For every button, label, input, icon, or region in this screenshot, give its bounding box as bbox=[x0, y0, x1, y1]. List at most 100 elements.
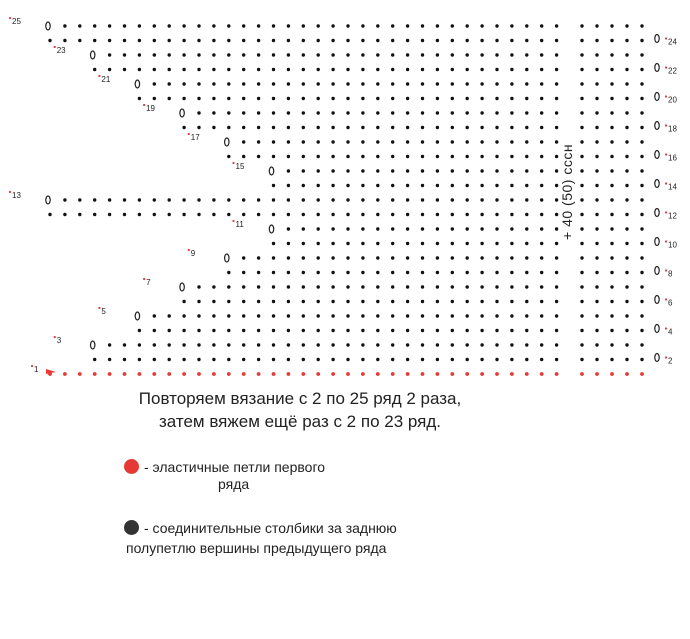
chain-stitch-mark bbox=[45, 195, 51, 205]
row-marker-dot bbox=[664, 37, 668, 40]
slip-stitch-dot bbox=[182, 24, 186, 28]
slip-stitch-dot bbox=[376, 198, 380, 202]
slip-stitch-dot bbox=[540, 24, 544, 28]
row-number-right: 10 bbox=[668, 241, 677, 250]
slip-stitch-dot bbox=[435, 328, 440, 333]
slip-stitch-dot bbox=[361, 212, 365, 217]
slip-stitch-dot bbox=[405, 140, 410, 144]
slip-stitch-dot bbox=[256, 67, 261, 72]
slip-stitch-dot bbox=[450, 270, 454, 275]
slip-stitch-dot bbox=[480, 53, 484, 57]
slip-stitch-dot bbox=[405, 285, 410, 289]
slip-stitch-dot bbox=[227, 111, 231, 115]
slip-stitch-dot bbox=[197, 53, 201, 57]
chain-stitch-mark bbox=[134, 311, 141, 321]
row-marker-dot bbox=[98, 74, 101, 78]
slip-stitch-dot bbox=[256, 125, 261, 130]
slip-stitch-dot bbox=[212, 212, 216, 217]
slip-stitch-dot bbox=[346, 212, 350, 217]
slip-stitch-dot bbox=[420, 53, 425, 57]
slip-stitch-dot bbox=[391, 212, 395, 217]
slip-stitch-dot bbox=[580, 24, 584, 28]
slip-stitch-dot bbox=[625, 67, 629, 72]
slip-stitch-dot bbox=[316, 285, 320, 289]
slip-stitch-dot bbox=[580, 111, 584, 115]
slip-stitch-dot bbox=[391, 299, 395, 304]
slip-stitch-dot bbox=[420, 24, 425, 28]
slip-stitch-dot bbox=[376, 299, 380, 304]
slip-stitch-dot bbox=[271, 24, 276, 28]
row-number-left: 9 bbox=[191, 249, 196, 258]
slip-stitch-dot bbox=[595, 256, 599, 260]
slip-stitch-dot bbox=[495, 169, 499, 173]
slip-stitch-dot bbox=[640, 183, 644, 188]
slip-stitch-dot bbox=[640, 125, 644, 130]
slip-stitch-dot bbox=[182, 299, 186, 304]
slip-stitch-dot bbox=[256, 256, 261, 260]
slip-stitch-dot bbox=[212, 198, 216, 202]
slip-stitch-dot bbox=[420, 285, 425, 289]
row-marker-dot bbox=[664, 269, 668, 272]
slip-stitch-dot bbox=[361, 82, 365, 86]
slip-stitch-dot bbox=[495, 140, 499, 144]
slip-stitch-dot bbox=[316, 140, 320, 144]
slip-stitch-dot bbox=[256, 328, 261, 333]
slip-stitch-dot bbox=[316, 314, 320, 318]
slip-stitch-dot bbox=[405, 227, 410, 231]
slip-stitch-dot bbox=[420, 169, 425, 173]
slip-stitch-dot bbox=[256, 24, 261, 28]
slip-stitch-dot bbox=[554, 125, 559, 130]
slip-stitch-dot bbox=[495, 111, 499, 115]
slip-stitch-dot bbox=[435, 285, 440, 289]
slip-stitch-dot bbox=[610, 140, 614, 144]
slip-stitch-dot bbox=[525, 241, 529, 246]
slip-stitch-dot bbox=[465, 125, 469, 130]
slip-stitch-dot bbox=[346, 183, 350, 188]
slip-stitch-dot bbox=[640, 82, 644, 86]
slip-stitch-dot bbox=[376, 140, 380, 144]
slip-stitch-dot bbox=[271, 256, 276, 260]
slip-stitch-dot bbox=[465, 111, 469, 115]
slip-stitch-dot bbox=[152, 328, 156, 333]
slip-stitch-dot bbox=[361, 38, 365, 43]
slip-stitch-dot bbox=[212, 24, 216, 28]
elastic-stitch-dot bbox=[63, 372, 67, 376]
slip-stitch-dot bbox=[480, 256, 484, 260]
chain-stitch-mark bbox=[654, 178, 660, 189]
slip-stitch-dot bbox=[346, 96, 350, 101]
slip-stitch-dot bbox=[495, 125, 499, 130]
slip-stitch-dot bbox=[465, 96, 469, 101]
slip-stitch-dot bbox=[525, 198, 529, 202]
elastic-stitch-dot bbox=[271, 372, 276, 376]
slip-stitch-dot bbox=[465, 285, 469, 289]
slip-stitch-dot bbox=[316, 169, 320, 173]
row-number-left: 19 bbox=[146, 104, 155, 113]
slip-stitch-dot bbox=[376, 357, 380, 362]
row-number-right: 24 bbox=[668, 38, 677, 47]
slip-stitch-dot bbox=[465, 256, 469, 260]
slip-stitch-dot bbox=[286, 343, 291, 347]
elastic-stitch-dot bbox=[301, 372, 306, 376]
slip-stitch-dot bbox=[405, 67, 410, 72]
slip-stitch-dot bbox=[405, 328, 410, 333]
slip-stitch-dot bbox=[580, 198, 584, 202]
slip-stitch-dot bbox=[480, 198, 484, 202]
slip-stitch-dot bbox=[640, 154, 644, 159]
slip-stitch-dot bbox=[212, 285, 216, 289]
slip-stitch-dot bbox=[212, 53, 216, 57]
slip-stitch-dot bbox=[331, 125, 335, 130]
slip-stitch-dot bbox=[495, 24, 499, 28]
row-number-right: 12 bbox=[668, 212, 677, 221]
slip-stitch-dot bbox=[540, 270, 544, 275]
slip-stitch-dot bbox=[525, 270, 529, 275]
slip-stitch-dot bbox=[301, 212, 305, 217]
row-marker-dot bbox=[187, 132, 190, 136]
slip-stitch-dot bbox=[197, 125, 201, 130]
row-marker-dot bbox=[664, 153, 668, 156]
slip-stitch-dot bbox=[610, 285, 614, 289]
slip-stitch-dot bbox=[301, 314, 305, 318]
slip-stitch-dot bbox=[197, 111, 201, 115]
slip-stitch-dot bbox=[625, 140, 629, 144]
elastic-stitch-dot bbox=[122, 372, 127, 376]
slip-stitch-dot bbox=[271, 183, 276, 188]
